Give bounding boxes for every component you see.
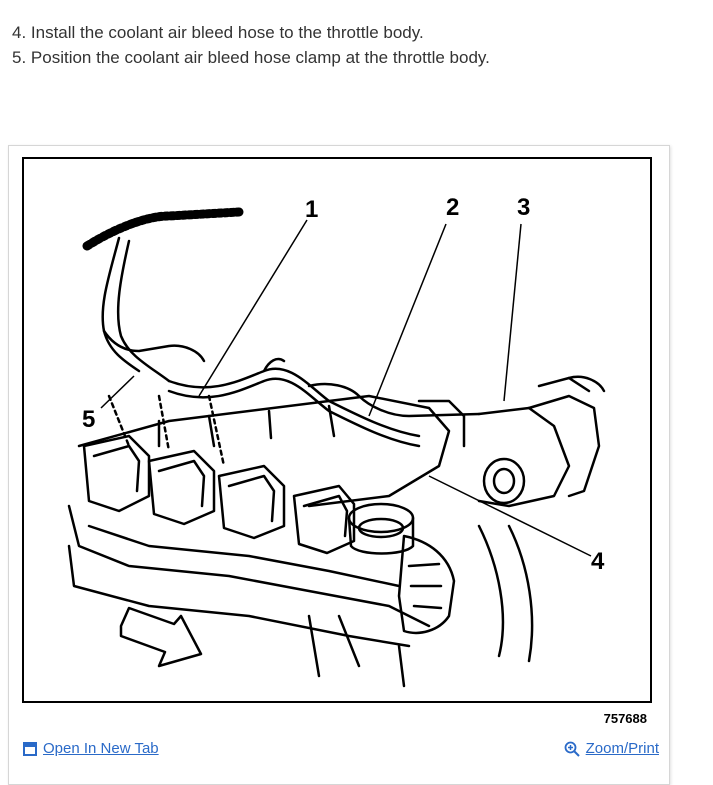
zoom-in-icon bbox=[564, 741, 580, 757]
callout-2: 2 bbox=[446, 194, 460, 221]
figure-card: 1 2 3 4 5 757688 Open In New Tab Zoom/Pr… bbox=[8, 145, 670, 785]
callout-1: 1 bbox=[305, 196, 319, 223]
open-in-new-tab-label: Open In New Tab bbox=[43, 740, 159, 757]
procedure-steps: 4. Install the coolant air bleed hose to… bbox=[12, 20, 490, 70]
open-in-new-tab-link[interactable]: Open In New Tab bbox=[23, 740, 159, 757]
step-item: 5. Position the coolant air bleed hose c… bbox=[12, 48, 490, 67]
zoom-print-link[interactable]: Zoom/Print bbox=[564, 740, 659, 757]
engine-diagram bbox=[22, 157, 652, 703]
callout-3: 3 bbox=[517, 194, 531, 221]
figure-number: 757688 bbox=[603, 711, 647, 726]
step-item: 4. Install the coolant air bleed hose to… bbox=[12, 23, 424, 42]
zoom-print-label: Zoom/Print bbox=[585, 740, 659, 757]
callout-4: 4 bbox=[591, 548, 605, 575]
callout-5: 5 bbox=[82, 406, 96, 433]
external-tab-icon bbox=[23, 741, 37, 756]
